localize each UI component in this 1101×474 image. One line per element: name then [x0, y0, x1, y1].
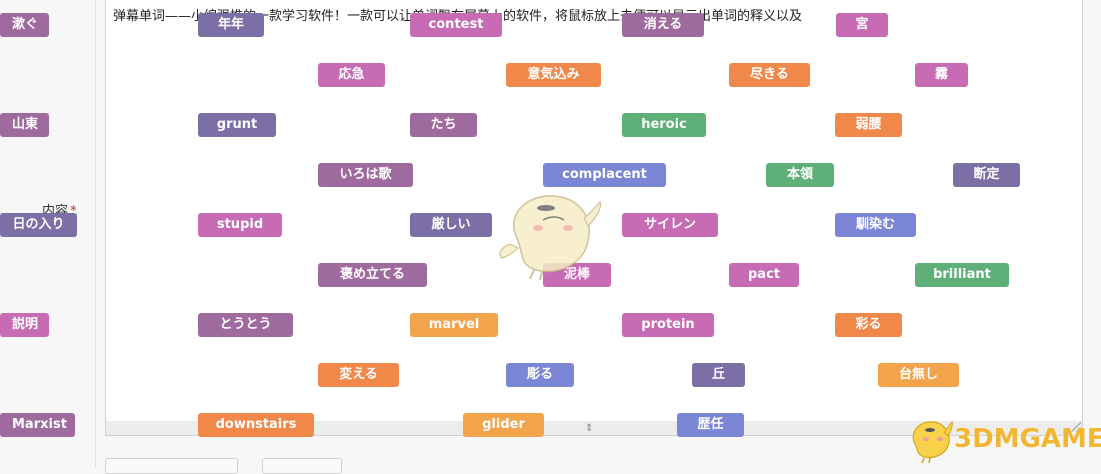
word-tag[interactable]: 褒め立てる — [318, 263, 427, 287]
word-tag[interactable]: 彫る — [506, 363, 574, 387]
word-tag[interactable]: とうとう — [198, 313, 293, 337]
word-tag[interactable]: 変える — [318, 363, 399, 387]
word-tag[interactable]: たち — [410, 113, 477, 137]
word-tag[interactable]: 歴任 — [677, 413, 744, 437]
word-tag[interactable]: 本領 — [766, 163, 834, 187]
word-tag[interactable]: downstairs — [198, 413, 314, 437]
word-tag[interactable]: heroic — [622, 113, 706, 137]
word-tag[interactable]: stupid — [198, 213, 282, 237]
word-tag[interactable]: contest — [410, 13, 502, 37]
bird-mascot-icon — [499, 195, 602, 281]
word-tag[interactable]: 日の入り — [0, 213, 77, 237]
word-tag[interactable]: 山東 — [0, 113, 49, 137]
word-tag[interactable]: 台無し — [878, 363, 959, 387]
word-tag[interactable]: marvel — [410, 313, 498, 337]
word-tag[interactable]: complacent — [543, 163, 666, 187]
required-mark: * — [70, 204, 77, 219]
word-tag[interactable]: サイレン — [622, 213, 718, 237]
corner-resize-icon[interactable] — [1071, 422, 1081, 432]
word-tag[interactable]: protein — [622, 313, 714, 337]
editor-statusbar — [105, 421, 1083, 436]
word-tag[interactable]: pact — [729, 263, 799, 287]
word-tag[interactable]: 馴染む — [835, 213, 916, 237]
word-tag[interactable]: 厳しい — [410, 213, 492, 237]
word-tag[interactable]: 尽きる — [729, 63, 810, 87]
word-tag[interactable]: 年年 — [198, 13, 264, 37]
word-tag[interactable]: 断定 — [953, 163, 1020, 187]
word-tag[interactable]: いろは歌 — [318, 163, 413, 187]
word-tag[interactable]: 説明 — [0, 313, 49, 337]
word-tag[interactable]: grunt — [198, 113, 276, 137]
word-tag[interactable]: 彩る — [835, 313, 902, 337]
word-tag[interactable]: 意気込み — [506, 63, 601, 87]
word-tag[interactable]: 霧 — [915, 63, 968, 87]
divider — [95, 0, 96, 467]
word-tag[interactable]: Marxist — [0, 413, 75, 437]
bird-logo-icon — [912, 421, 953, 464]
watermark-text: 3DMGAME — [954, 424, 1101, 454]
form-button-1[interactable] — [105, 458, 238, 474]
word-tag[interactable]: brilliant — [915, 263, 1009, 287]
word-tag[interactable]: glider — [463, 413, 544, 437]
word-tag[interactable]: 丘 — [692, 363, 745, 387]
word-tag[interactable]: 漱ぐ — [0, 13, 49, 37]
form-button-2[interactable] — [262, 458, 342, 474]
word-tag[interactable]: 宮 — [836, 13, 888, 37]
word-tag[interactable]: 応急 — [318, 63, 385, 87]
word-tag[interactable]: 消える — [622, 13, 704, 37]
resize-handle-icon[interactable]: ⇕ — [585, 423, 594, 434]
watermark: 3DMGAME — [906, 412, 1101, 464]
word-tag[interactable]: 弱腰 — [835, 113, 902, 137]
